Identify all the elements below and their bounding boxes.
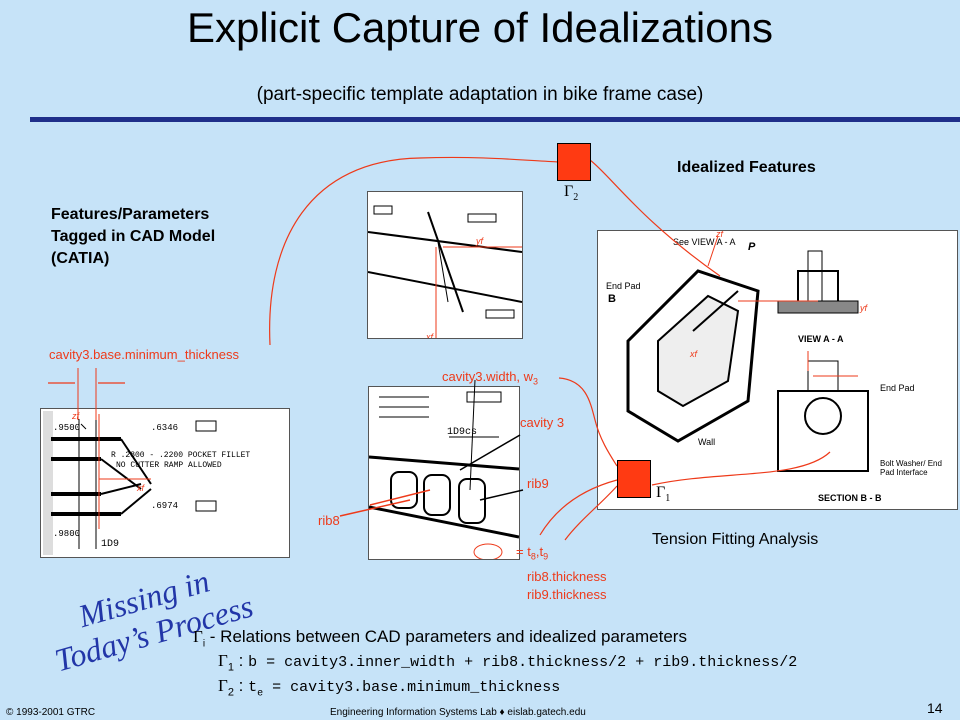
rib8-thickness-annotation: rib8.thickness — [527, 569, 607, 584]
gamma-2-box[interactable] — [557, 143, 591, 181]
drawing-dim: .9800 — [53, 529, 81, 539]
section-mark: B — [608, 293, 616, 305]
cad-drawing-frame-top-lines — [368, 205, 522, 338]
axis-label: xf — [426, 332, 434, 339]
drawing-dim: .9500 — [53, 423, 81, 433]
slide-subtitle: (part-specific template adaptation in bi… — [256, 84, 704, 105]
axis-label: yf — [860, 303, 868, 313]
cad-drawing-frame-top: yf xf — [367, 191, 523, 339]
cavity-width-annotation: cavity3.width, w3 — [442, 369, 539, 387]
t-annotation: = t8,t9 — [516, 544, 549, 562]
cavity-base-annotation: cavity3.base.minimum_thickness — [49, 347, 240, 362]
rib9-annotation: rib9 — [527, 476, 549, 491]
relation-gamma-2: Γ2 : te = cavity3.base.minimum_thickness — [218, 676, 561, 700]
cad-drawing-ribs-lines — [369, 391, 519, 559]
load-label: P — [748, 241, 756, 253]
axis-label: yf — [476, 236, 484, 246]
drawing-id: 1D9cs — [447, 427, 478, 438]
drawing-id: 1D9 — [101, 539, 120, 550]
cad-drawing-pocket-lines — [43, 411, 217, 555]
drawing-note: Bolt Washer/ End Pad Interface — [880, 459, 942, 477]
axis-label: xf — [137, 483, 145, 493]
axis-label: xf — [690, 349, 698, 359]
gamma-1-label: Γ1 — [656, 484, 671, 505]
drawing-note: SECTION B - B — [818, 493, 882, 503]
drawing-dim: .6974 — [151, 501, 179, 511]
page-number: 14 — [927, 700, 943, 716]
drawing-note: R .2800 - .2200 POCKET FILLET — [111, 451, 251, 460]
drawing-note: End Pad — [880, 383, 915, 393]
footer-lab: Engineering Information Systems Lab ♦ ei… — [330, 707, 586, 718]
drawing-note: VIEW A - A — [798, 334, 844, 344]
cad-drawing-ribs: 1D9cs — [368, 386, 520, 560]
drawing-note: See VIEW A - A — [673, 237, 736, 247]
relations-intro: Γi - Relations between CAD parameters an… — [193, 627, 687, 650]
relation-gamma-1: Γ1 : b = cavity3.inner_width + rib8.thic… — [218, 651, 798, 674]
drawing-note: End Pad — [606, 281, 641, 291]
rib8-annotation: rib8 — [318, 513, 340, 528]
features-tagged-label: Features/Parameters Tagged in CAD Model … — [51, 206, 216, 267]
idealized-features-label: Idealized Features — [677, 159, 816, 176]
tension-fitting-caption: Tension Fitting Analysis — [652, 531, 819, 548]
footer-copyright: © 1993-2001 GTRC — [6, 707, 96, 718]
rib9-thickness-annotation: rib9.thickness — [527, 587, 607, 602]
drawing-dim: .6346 — [151, 423, 179, 433]
axis-label: zf — [716, 230, 724, 239]
gamma-2-label: Γ2 — [564, 183, 579, 204]
cavity3-annotation: cavity 3 — [520, 415, 565, 430]
gamma-1-box[interactable] — [617, 460, 651, 498]
slide-title: Explicit Capture of Idealizations — [187, 4, 773, 51]
drawing-note: Wall — [698, 437, 716, 447]
drawing-note: NO CUTTER RAMP ALLOWED — [116, 461, 222, 470]
tension-fitting-drawing: See VIEW A - A End Pad VIEW A - A SECTIO… — [597, 230, 958, 510]
cad-drawing-pocket: .9500 .6346 R .2800 - .2200 POCKET FILLE… — [40, 408, 290, 558]
axis-label: zf — [72, 411, 80, 421]
title-divider — [30, 117, 960, 122]
